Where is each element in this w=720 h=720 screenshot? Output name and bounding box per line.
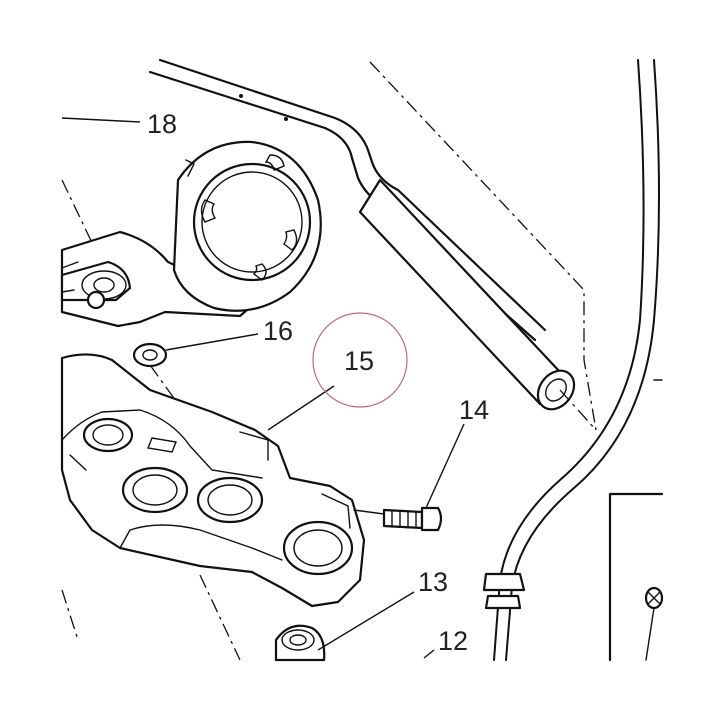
tube [358,178,576,411]
bolt-14 [353,506,443,532]
callout-16: 16 [263,316,293,346]
gauge-ring-mount [172,140,322,312]
callout-12: 12 [438,626,468,656]
callout-15: 15 [344,346,374,376]
leader-lines [61,117,465,659]
box-outline [608,492,664,662]
callout-18: 18 [147,109,177,139]
washer-16 [132,342,168,368]
callout-13: 13 [418,567,448,597]
cable [482,59,663,661]
highlight-circle [312,312,408,408]
triple-clamp-15 [60,353,366,608]
cap-13 [274,624,326,662]
callout-14: 14 [459,395,489,425]
